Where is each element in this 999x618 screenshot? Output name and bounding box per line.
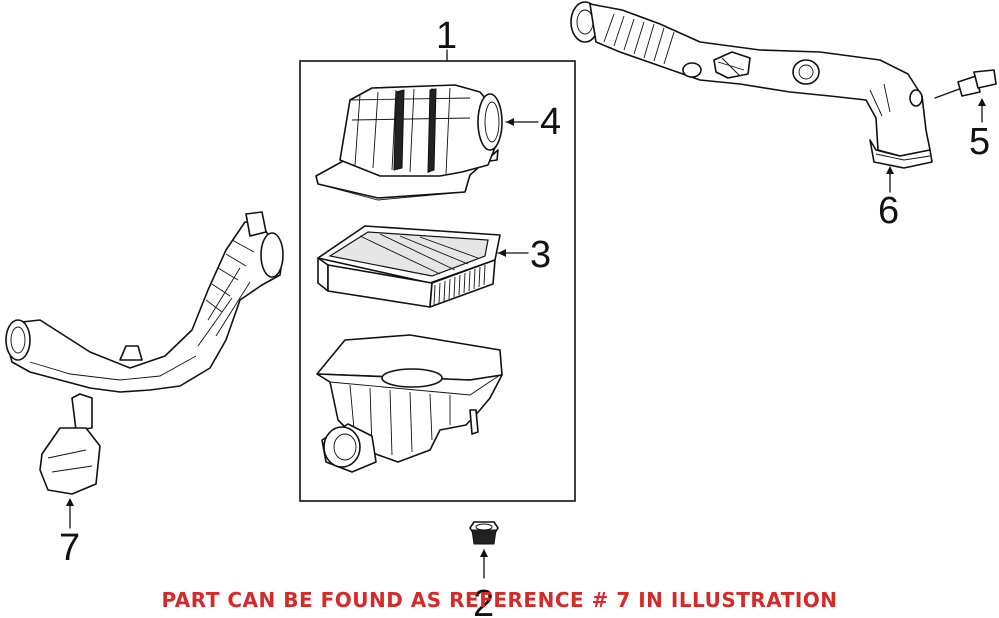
- assembly-frame: [299, 60, 576, 502]
- air-cleaner-housing: [316, 334, 503, 473]
- callout-2-label: 2: [473, 583, 494, 618]
- grommet: 2: [469, 521, 499, 618]
- callout-4-label: 4: [540, 101, 561, 143]
- filter-element: 3: [317, 225, 551, 308]
- reference-notice: PART CAN BE FOUND AS REFERENCE # 7 IN IL…: [161, 588, 838, 612]
- air-cleaner-cover: 4: [315, 84, 561, 201]
- callout-5-label: 5: [969, 121, 990, 163]
- inlet-duct: 7: [5, 211, 284, 569]
- sensor: 5: [934, 69, 997, 163]
- air-cleaner-assembly: 1: [299, 15, 576, 502]
- callout-6-label: 6: [878, 190, 899, 232]
- callout-7-label: 7: [59, 527, 80, 569]
- callout-3-label: 3: [530, 234, 551, 276]
- callout-1-label: 1: [436, 15, 457, 57]
- outlet-duct: 6: [570, 1, 933, 232]
